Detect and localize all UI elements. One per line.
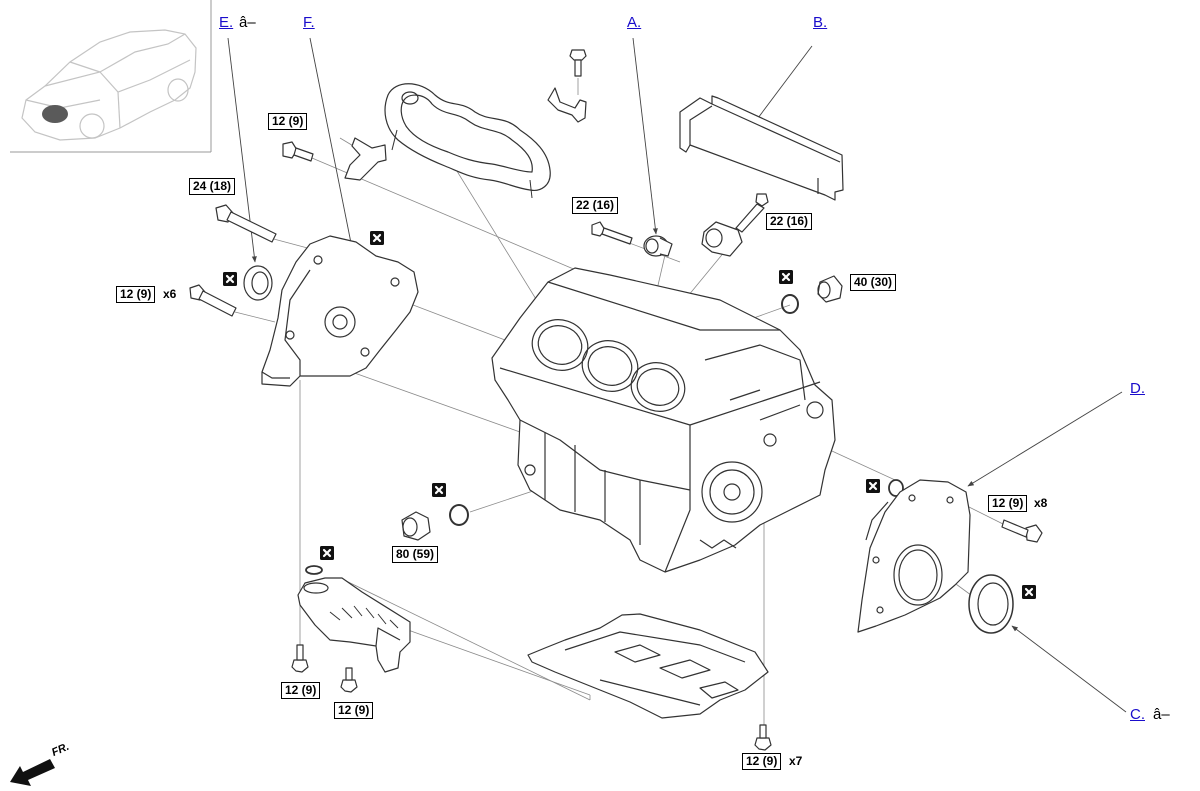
rear-seal-retainer-part — [857, 479, 971, 633]
bolt-part — [291, 644, 309, 673]
do-not-reuse-icon — [1022, 585, 1036, 599]
do-not-reuse-icon — [223, 272, 237, 286]
link-c[interactable]: C. — [1130, 706, 1145, 723]
link-b[interactable]: B. — [813, 14, 828, 31]
link-e[interactable]: E. — [219, 14, 234, 31]
torque-label: 12 (9) — [988, 495, 1028, 512]
link-c-suffix: â– — [1153, 706, 1170, 723]
oil-pan-part — [527, 613, 769, 719]
bracket-part — [679, 95, 844, 201]
torque-label: 80 (59) — [392, 546, 439, 563]
bolt-part — [215, 204, 277, 243]
sensor-part — [591, 221, 673, 257]
bracket-bolt-part — [547, 49, 587, 123]
bolt-part — [282, 141, 314, 162]
bolt-part — [340, 667, 358, 693]
torque-label: 12 (9) — [268, 113, 308, 130]
do-not-reuse-icon — [779, 270, 793, 284]
do-not-reuse-icon — [320, 546, 334, 560]
link-d[interactable]: D. — [1130, 380, 1145, 397]
do-not-reuse-icon — [432, 483, 446, 497]
quantity-label: x7 — [789, 754, 803, 768]
plug-part — [781, 275, 843, 314]
vehicle-location-icon — [10, 0, 212, 153]
front-direction-arrow-icon — [10, 759, 55, 786]
oil-seal-part — [968, 574, 1014, 634]
torque-label: 12 (9) — [334, 702, 374, 719]
quantity-label: x6 — [163, 287, 177, 301]
torque-label: 22 (16) — [766, 213, 813, 230]
torque-label: 12 (9) — [281, 682, 321, 699]
small-bracket-part — [344, 137, 387, 181]
o-ring-part — [305, 565, 323, 575]
gasket-part — [384, 83, 551, 199]
link-a[interactable]: A. — [627, 14, 642, 31]
torque-label: 12 (9) — [116, 286, 156, 303]
torque-label: 40 (30) — [850, 274, 897, 291]
bolt-part — [1001, 519, 1043, 543]
cylinder-block-part — [491, 267, 836, 573]
leader-lines — [227, 37, 1127, 713]
link-f[interactable]: F. — [303, 14, 315, 31]
quantity-label: x8 — [1034, 496, 1048, 510]
link-e-suffix: â– — [239, 14, 256, 31]
torque-label: 22 (16) — [572, 197, 619, 214]
sensor-part — [701, 193, 769, 257]
oil-seal-part — [243, 265, 273, 301]
do-not-reuse-icon — [370, 231, 384, 245]
torque-label: 24 (18) — [189, 178, 236, 195]
bolt-part — [754, 724, 772, 751]
torque-label: 12 (9) — [742, 753, 782, 770]
bolt-part — [189, 284, 237, 317]
oil-strainer-part — [297, 577, 411, 673]
o-ring-part — [888, 479, 904, 497]
front-cover-part — [261, 235, 419, 387]
plug-part — [401, 504, 469, 541]
do-not-reuse-icon — [866, 479, 880, 493]
